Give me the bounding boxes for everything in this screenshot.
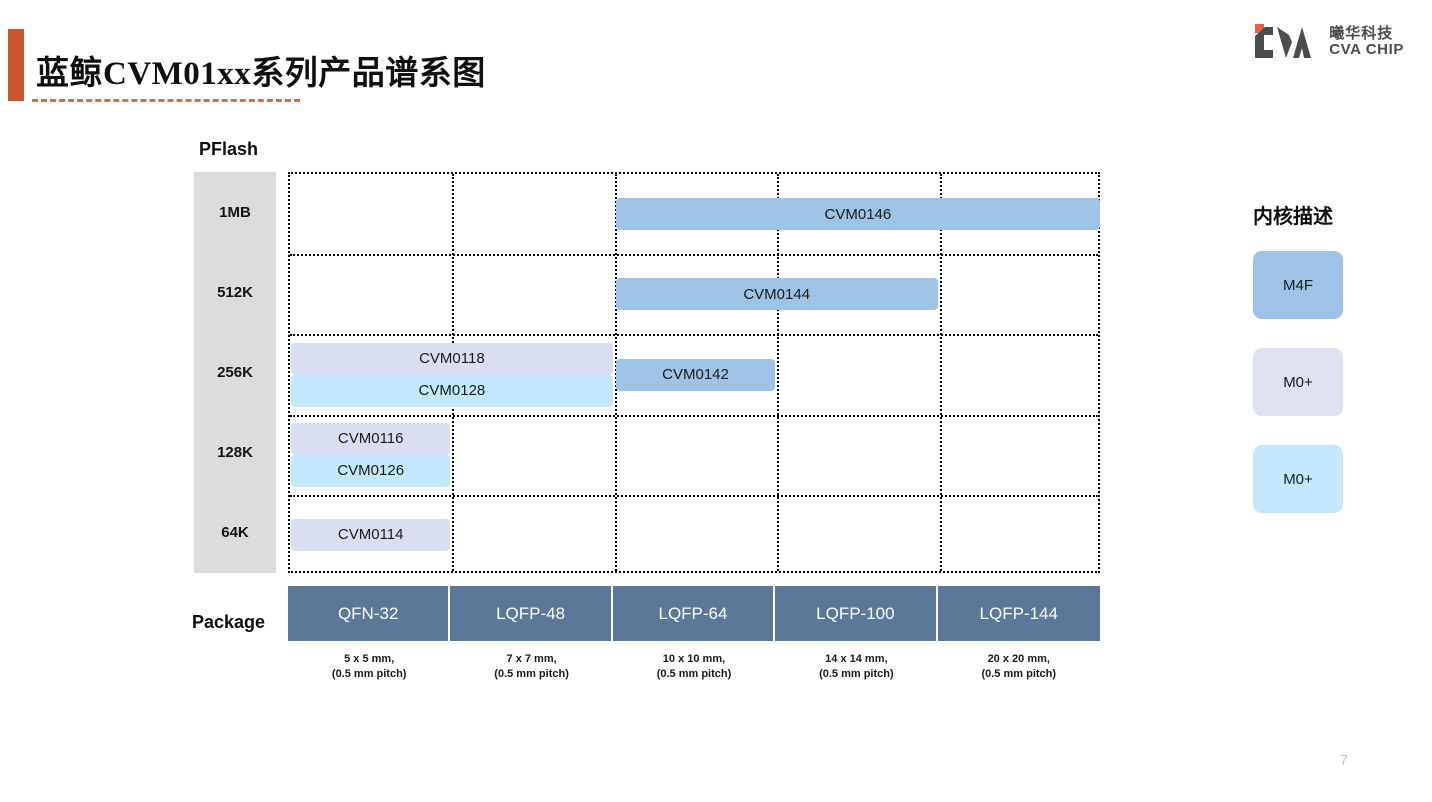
- legend-chip-0[interactable]: M4F: [1253, 251, 1343, 319]
- package-size: 10 x 10 mm,: [662, 653, 726, 665]
- package-box-lqfp-100[interactable]: LQFP-100: [775, 586, 938, 641]
- pflash-axis-band: 1MB 512K 256K 128K 64K: [194, 172, 276, 573]
- package-dimension-lqfp-100: 14 x 14 mm, (0.5 mm pitch): [775, 652, 937, 694]
- page-title: 蓝鲸CVM01xx系列产品谱系图: [36, 56, 486, 92]
- package-size: 20 x 20 mm,: [987, 653, 1050, 665]
- package-dimension-lqfp-64: 10 x 10 mm, (0.5 mm pitch): [613, 652, 775, 694]
- package-dimension-lqfp-144: 20 x 20 mm, (0.5 mm pitch): [938, 652, 1100, 694]
- package-box-lqfp-144[interactable]: LQFP-144: [937, 586, 1100, 641]
- grid-vline: [777, 174, 780, 571]
- product-bar-label: CVM0142: [662, 366, 729, 383]
- legend-chip-1[interactable]: M0+: [1253, 348, 1343, 416]
- product-bar-label: CVM0116: [337, 430, 404, 448]
- package-name: QFN-32: [337, 603, 399, 623]
- product-bar-cvm0118[interactable]: CVM0118: [291, 342, 613, 375]
- company-logo: 曦华科技 CVA CHIP: [1247, 18, 1404, 66]
- package-pitch: (0.5 mm pitch): [494, 667, 569, 680]
- package-dimension-row: 5 x 5 mm, (0.5 mm pitch) 7 x 7 mm, (0.5 mm …: [288, 652, 1100, 694]
- pflash-axis-title: PFlash: [199, 139, 259, 159]
- product-bar-label: CVM0114: [337, 526, 404, 544]
- product-bar-label: CVM0118: [419, 350, 485, 367]
- pflash-tick-64k: 64K: [221, 524, 249, 542]
- package-size: 14 x 14 mm,: [825, 653, 888, 665]
- legend-chip-2[interactable]: M0+: [1253, 445, 1343, 513]
- legend-chip-label: M4F: [1283, 276, 1313, 294]
- package-size: 7 x 7 mm,: [506, 653, 557, 665]
- grid-vline: [939, 174, 942, 571]
- page-number: 7: [1339, 752, 1348, 769]
- package-pitch: (0.5 mm pitch): [819, 667, 894, 680]
- pflash-tick-256k: 256K: [217, 363, 253, 381]
- grid-hline: [290, 334, 1098, 337]
- product-bar-label: CVM0128: [418, 382, 486, 399]
- product-bar-cvm0126[interactable]: CVM0126: [291, 454, 451, 487]
- package-dimension-qfn-32: 5 x 5 mm, (0.5 mm pitch): [288, 652, 450, 694]
- product-bar-cvm0142[interactable]: CVM0142: [615, 358, 776, 391]
- title-accent-bar: [8, 29, 24, 101]
- pflash-tick-128k: 128K: [217, 444, 253, 462]
- package-box-lqfp-48[interactable]: LQFP-48: [450, 586, 613, 641]
- package-box-lqfp-64[interactable]: LQFP-64: [612, 586, 776, 641]
- logo-text: 曦华科技 CVA CHIP: [1329, 24, 1404, 58]
- pflash-tick-512k: 512K: [217, 283, 253, 301]
- package-name: LQFP-100: [816, 603, 895, 623]
- cva-logo-icon: [1247, 22, 1319, 62]
- product-bar-label: CVM0144: [743, 285, 811, 303]
- product-bar-cvm0144[interactable]: CVM0144: [615, 278, 938, 311]
- package-name: LQFP-48: [496, 603, 566, 623]
- package-box-qfn-32[interactable]: QFN-32: [288, 586, 451, 641]
- package-dimension-lqfp-48: 7 x 7 mm, (0.5 mm pitch): [450, 652, 612, 694]
- package-pitch: (0.5 mm pitch): [981, 667, 1057, 680]
- package-pitch: (0.5 mm pitch): [656, 667, 732, 680]
- grid-hline: [290, 254, 1098, 257]
- pflash-tick-1mb: 1MB: [219, 203, 251, 221]
- package-name: LQFP-64: [658, 603, 728, 623]
- product-bar-label: CVM0146: [824, 205, 892, 223]
- legend-chip-label: M0+: [1283, 373, 1313, 391]
- package-axis-title: Package: [192, 612, 266, 632]
- logo-english-name: CVA CHIP: [1329, 41, 1404, 58]
- grid-hline: [290, 494, 1098, 497]
- product-bar-cvm0114[interactable]: CVM0114: [291, 518, 451, 551]
- product-bar-label: CVM0126: [337, 462, 405, 480]
- package-name: LQFP-144: [979, 603, 1058, 623]
- package-pitch: (0.5 mm pitch): [331, 667, 407, 680]
- legend-title: 内核描述: [1253, 206, 1333, 228]
- logo-chinese-name: 曦华科技: [1329, 24, 1394, 42]
- grid-hline: [290, 414, 1098, 417]
- package-header-row: QFN-32 LQFP-48 LQFP-64 LQFP-100 LQFP-144: [288, 586, 1100, 641]
- product-bar-cvm0128[interactable]: CVM0128: [291, 374, 613, 407]
- product-bar-cvm0146[interactable]: CVM0146: [615, 198, 1100, 231]
- legend-chip-label: M0+: [1283, 470, 1313, 488]
- package-size: 5 x 5 mm,: [344, 653, 395, 665]
- title-underline: [32, 99, 300, 102]
- product-bar-cvm0116[interactable]: CVM0116: [291, 422, 451, 455]
